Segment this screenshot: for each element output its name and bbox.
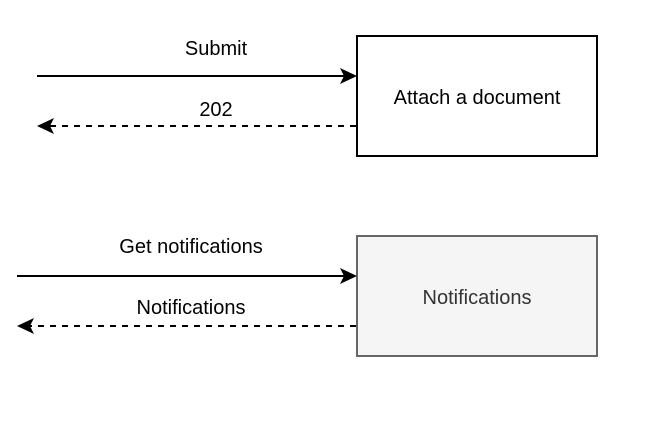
- response-202-arrowhead: [37, 118, 54, 134]
- bottom-flow: Notifications Get notifications Notifica…: [17, 235, 598, 357]
- get-notifications-arrowhead: [340, 268, 357, 284]
- submit-arrowhead: [340, 68, 357, 84]
- attach-document-label: Attach a document: [394, 87, 561, 109]
- notifications-box-label: Notifications: [423, 287, 532, 309]
- top-flow: Attach a document Submit 202: [37, 35, 598, 157]
- submit-label: Submit: [185, 38, 248, 60]
- get-notifications-label: Get notifications: [119, 236, 262, 258]
- notifications-response-arrowhead: [17, 318, 34, 334]
- notifications-response-label: Notifications: [137, 297, 246, 319]
- attach-document-box: [356, 35, 598, 157]
- response-202-label: 202: [199, 99, 232, 121]
- notifications-box: [356, 235, 598, 357]
